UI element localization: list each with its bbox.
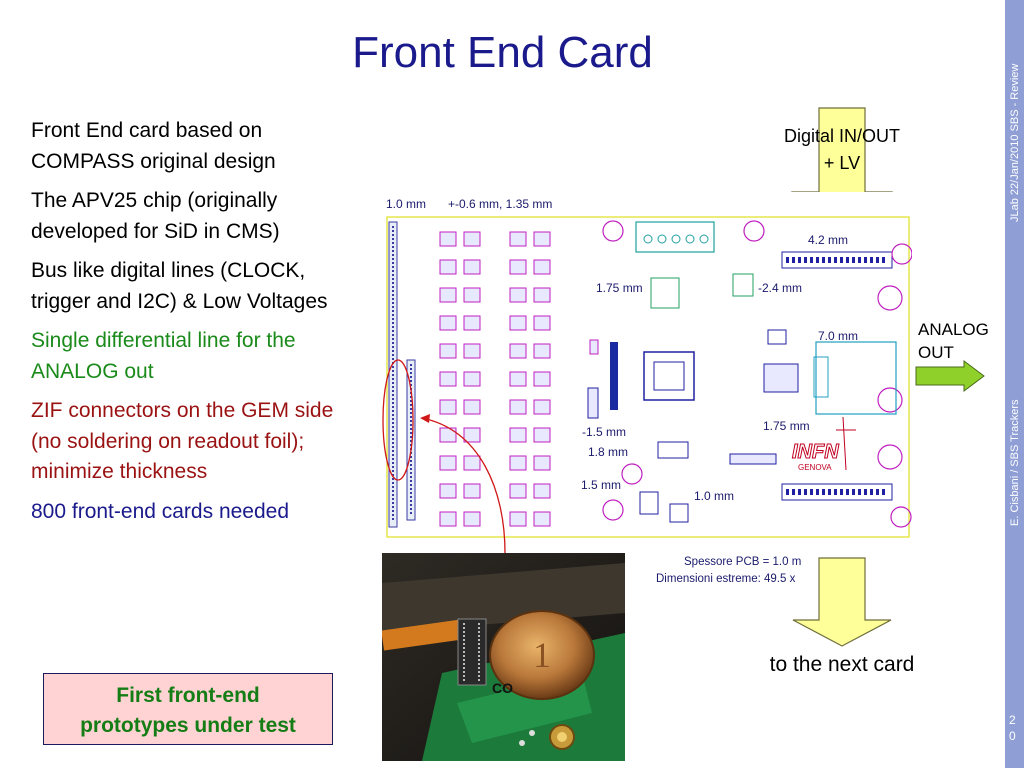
dim-label: -1.5 mm (582, 425, 626, 439)
smd-component (533, 427, 551, 443)
infn-logo-sub: GENOVA (798, 463, 832, 472)
smd-component (463, 399, 481, 415)
bullet-list: Front End card based on COMPASS original… (31, 116, 361, 536)
smd-component (509, 455, 527, 471)
smd-component (439, 399, 457, 415)
smd-component (533, 343, 551, 359)
bullet-analog: Single differential line for the ANALOG … (31, 329, 296, 383)
smd-component (533, 455, 551, 471)
smd-component (439, 343, 457, 359)
zif-highlight (382, 359, 506, 554)
smd-component (439, 231, 457, 247)
page-number: 2 0 (1009, 712, 1021, 744)
sidebar-top-text: JLab 22/Jan/2010 SBS - Review (1009, 63, 1021, 222)
smd-component (533, 511, 551, 527)
smd-component (533, 399, 551, 415)
smd-component (509, 287, 527, 303)
smd-component (533, 231, 551, 247)
smd-component (439, 371, 457, 387)
digital-in-line-2: + LV (823, 153, 861, 173)
smd-component (533, 287, 551, 303)
smd-component (509, 259, 527, 275)
coin-number: 1 (533, 635, 551, 675)
smd-component (439, 315, 457, 331)
next-card-arrow (792, 557, 892, 647)
dim-label: -2.4 mm (758, 281, 802, 295)
board-text: CO (492, 680, 513, 696)
smd-component (533, 483, 551, 499)
dim-label: 1.5 mm (581, 478, 621, 492)
smd-component (463, 427, 481, 443)
analog-out-arrow (915, 360, 985, 392)
digital-in-label: Digital IN/OUT + LV (752, 123, 932, 177)
smd-component (533, 371, 551, 387)
smd-component (463, 343, 481, 359)
smd-component (509, 511, 527, 527)
slide-title: Front End Card (352, 28, 653, 77)
prototypes-callout: First front-end prototypes under test (43, 673, 333, 745)
smd-component (463, 315, 481, 331)
dim-label: 4.2 mm (808, 233, 848, 247)
smd-component (463, 371, 481, 387)
analog-out-line-1: ANALOG (918, 320, 989, 339)
smd-component (463, 287, 481, 303)
page-number-digit-2: 0 (1009, 729, 1016, 743)
page-number-digit-1: 2 (1009, 713, 1016, 727)
prototype-photo: 1 CO (382, 553, 625, 761)
smd-component (509, 483, 527, 499)
smd-component (509, 427, 527, 443)
analog-out-label: ANALOG OUT (918, 318, 989, 364)
bullet-bus-lines: Bus like digital lines (CLOCK, trigger a… (31, 259, 328, 313)
smd-component (439, 287, 457, 303)
bullet-zif: ZIF connectors on the GEM side (no solde… (31, 399, 334, 483)
smd-component (533, 315, 551, 331)
dim-label: 1.75 mm (763, 419, 810, 433)
infn-logo: INFN (792, 441, 839, 463)
smd-component (509, 371, 527, 387)
smd-component (509, 315, 527, 331)
dim-label: 1.0 mm (386, 197, 426, 211)
bullet-compass: Front End card based on COMPASS original… (31, 119, 276, 173)
digital-in-line-1: Digital IN/OUT (783, 126, 900, 146)
pcb-note-line-1: Spessore PCB = 1.0 m (684, 556, 801, 568)
sidebar-bottom-text: E. Cisbani / SBS Trackers (1009, 399, 1021, 526)
dim-label: 1.75 mm (596, 281, 643, 295)
smd-component (463, 483, 481, 499)
pcb-note-line-2: Dimensioni estreme: 49.5 x (656, 573, 796, 585)
smd-component (509, 231, 527, 247)
dim-label: +-0.6 mm, 1.35 mm (448, 197, 552, 211)
smd-component (439, 483, 457, 499)
smd-component (439, 511, 457, 527)
bullet-800-cards: 800 front-end cards needed (31, 499, 290, 523)
next-card-label: to the next card (769, 653, 915, 676)
dim-label: 7.0 mm (818, 329, 858, 343)
smd-component (439, 455, 457, 471)
dim-label: 1.0 mm (694, 489, 734, 503)
callout-line-2: prototypes under test (80, 714, 296, 737)
sidebar-band (1005, 0, 1024, 768)
smd-component (509, 343, 527, 359)
smd-component (509, 399, 527, 415)
bullet-apv25: The APV25 chip (originally developed for… (31, 189, 280, 243)
pcb-layout: INFN GENOVA 1.0 mm +-0.6 mm, 1.35 mm 4.2… (378, 192, 912, 588)
smd-component (463, 455, 481, 471)
smd-component (439, 259, 457, 275)
analog-out-line-2: OUT (918, 343, 954, 362)
callout-line-1: First front-end (116, 684, 260, 707)
smd-component (463, 231, 481, 247)
smd-component (463, 511, 481, 527)
smd-component (463, 259, 481, 275)
smd-component (533, 259, 551, 275)
dim-label: 1.8 mm (588, 445, 628, 459)
